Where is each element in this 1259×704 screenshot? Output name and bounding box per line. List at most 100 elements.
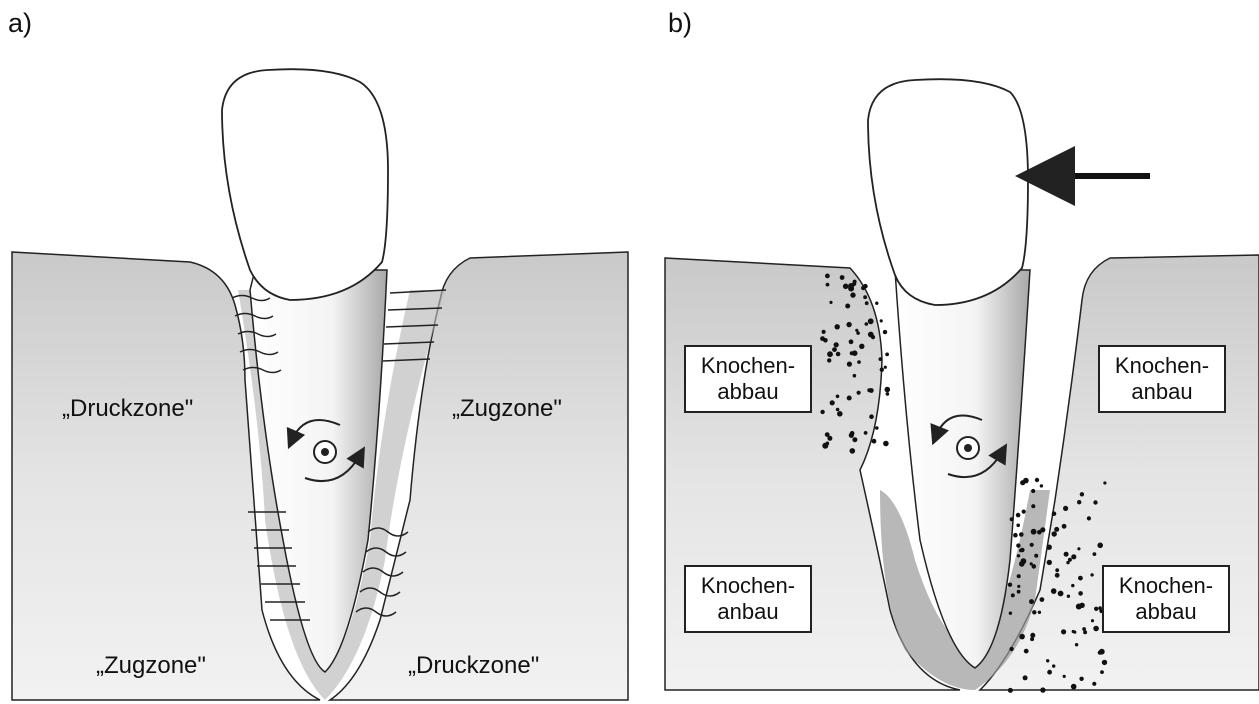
label-zugzone-upper: „Zugzone" bbox=[452, 395, 562, 423]
resorption-dot bbox=[826, 283, 830, 287]
resorption-dot bbox=[1063, 506, 1068, 511]
resorption-dot bbox=[847, 362, 852, 367]
resorption-dot bbox=[1068, 558, 1072, 562]
resorption-dot bbox=[857, 360, 861, 364]
resorption-dot bbox=[1021, 558, 1027, 564]
resorption-dot bbox=[1017, 590, 1021, 594]
resorption-dot bbox=[1082, 627, 1086, 631]
resorption-dot bbox=[1094, 607, 1098, 611]
resorption-dot bbox=[834, 342, 839, 347]
box-upper-left-line1: Knochen- bbox=[701, 353, 795, 379]
resorption-dot bbox=[869, 414, 874, 419]
resorption-dot bbox=[1093, 500, 1097, 504]
resorption-dot bbox=[1052, 511, 1057, 516]
box-lower-left-line1: Knochen- bbox=[701, 573, 795, 599]
resorption-dot bbox=[1016, 524, 1020, 528]
resorption-dot bbox=[1100, 670, 1104, 674]
resorption-dot bbox=[850, 351, 854, 355]
crown-b bbox=[868, 79, 1028, 305]
resorption-dot bbox=[884, 366, 887, 369]
resorption-dot bbox=[880, 319, 883, 322]
resorption-dot bbox=[1092, 682, 1096, 686]
resorption-dot bbox=[1047, 545, 1052, 550]
resorption-dot bbox=[1031, 529, 1037, 535]
resorption-dot bbox=[837, 411, 843, 417]
resorption-dot bbox=[1055, 573, 1060, 578]
resorption-dot bbox=[857, 391, 861, 395]
resorption-dot bbox=[853, 374, 857, 378]
box-lower-left-line2: anbau bbox=[717, 599, 778, 625]
resorption-dot bbox=[1020, 480, 1025, 485]
resorption-dot bbox=[1052, 531, 1057, 536]
resorption-dot bbox=[1020, 548, 1025, 553]
resorption-dot bbox=[843, 284, 849, 290]
resorption-dot bbox=[1067, 595, 1070, 598]
resorption-dot bbox=[849, 339, 854, 344]
resorption-dot bbox=[1061, 629, 1066, 634]
resorption-dot bbox=[1047, 670, 1052, 675]
resorption-dot bbox=[883, 441, 889, 447]
resorption-dot bbox=[875, 426, 879, 430]
resorption-dot bbox=[852, 437, 857, 442]
resorption-dot bbox=[1058, 591, 1064, 597]
resorption-dot bbox=[1009, 612, 1012, 615]
resorption-dot bbox=[847, 396, 852, 401]
resorption-dot bbox=[1010, 517, 1014, 521]
label-druckzone-upper: „Druckzone" bbox=[62, 395, 193, 423]
resorption-dot bbox=[855, 329, 858, 332]
resorption-dot bbox=[1052, 664, 1055, 667]
resorption-dot bbox=[1011, 593, 1015, 597]
resorption-dot bbox=[885, 387, 891, 393]
resorption-dot bbox=[865, 322, 869, 326]
resorption-dot bbox=[880, 368, 884, 372]
resorption-dot bbox=[865, 301, 869, 305]
resorption-dot bbox=[1008, 583, 1012, 587]
resorption-dot bbox=[822, 330, 826, 334]
resorption-dot bbox=[1055, 568, 1059, 572]
resorption-dot bbox=[1023, 675, 1028, 680]
resorption-dot bbox=[840, 275, 845, 280]
resorption-dot bbox=[836, 352, 841, 357]
resorption-dot bbox=[1019, 634, 1025, 640]
resorption-dot bbox=[867, 388, 871, 392]
resorption-dot bbox=[1071, 684, 1077, 690]
resorption-dot bbox=[1008, 688, 1013, 693]
resorption-dot bbox=[868, 318, 874, 324]
resorption-dot bbox=[1009, 647, 1013, 651]
resorption-dot bbox=[823, 338, 828, 343]
resorption-dot bbox=[1035, 478, 1039, 482]
resorption-dot bbox=[832, 347, 837, 352]
resorption-dot bbox=[1079, 603, 1084, 608]
resorption-dot bbox=[1040, 484, 1043, 487]
resorption-dot bbox=[835, 324, 840, 329]
resorption-dot bbox=[845, 304, 850, 309]
resorption-dot bbox=[868, 332, 874, 338]
resorption-dot bbox=[1031, 504, 1035, 508]
resorption-dot bbox=[1087, 516, 1091, 520]
resorption-dot bbox=[836, 395, 840, 399]
resorption-dot bbox=[1047, 560, 1052, 565]
box-lower-right-line1: Knochen- bbox=[1119, 573, 1213, 599]
resorption-dot bbox=[1031, 489, 1035, 493]
resorption-dot bbox=[1024, 649, 1029, 654]
resorption-dot bbox=[1071, 584, 1074, 587]
resorption-dot bbox=[1090, 573, 1093, 576]
resorption-dot bbox=[827, 358, 831, 362]
resorption-dot bbox=[1017, 554, 1020, 557]
panel-a-letter: a) bbox=[8, 8, 32, 39]
resorption-dot bbox=[1022, 510, 1026, 514]
resorption-dot bbox=[846, 322, 851, 327]
box-lower-left: Knochen- anbau bbox=[684, 565, 812, 633]
resorption-dot bbox=[886, 392, 890, 396]
resorption-dot bbox=[879, 357, 883, 361]
resorption-dot bbox=[1038, 611, 1041, 614]
resorption-dot bbox=[1103, 481, 1106, 484]
resorption-dot bbox=[1016, 543, 1020, 547]
crown-a bbox=[222, 69, 388, 300]
resorption-dot bbox=[848, 283, 854, 289]
label-zugzone-lower: „Zugzone" bbox=[96, 652, 206, 680]
box-upper-right: Knochen- anbau bbox=[1098, 345, 1226, 413]
resorption-dot bbox=[1034, 554, 1038, 558]
box-lower-right: Knochen- abbau bbox=[1102, 565, 1230, 633]
